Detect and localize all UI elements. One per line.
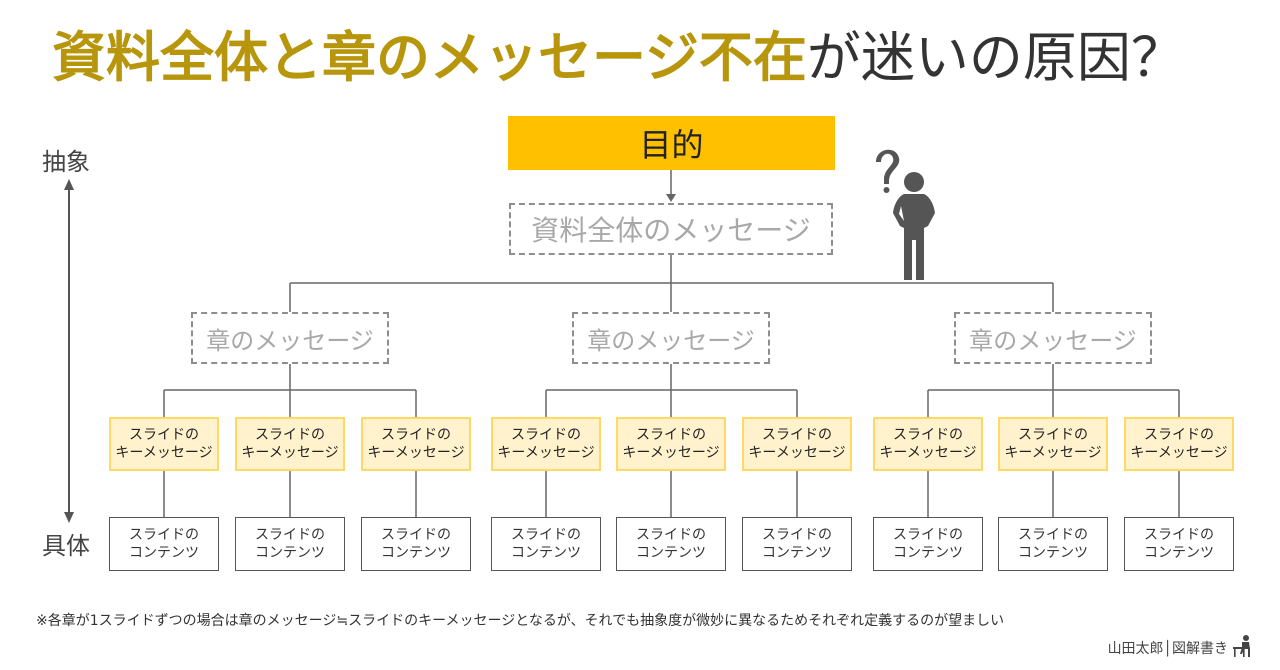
key-message-box: スライドのキーメッセージ <box>235 417 345 471</box>
content-line2: コンテンツ <box>1144 545 1214 561</box>
key-message-line1: スライドの <box>511 427 581 443</box>
key-message-box: スライドのキーメッセージ <box>742 417 852 471</box>
content-line2: コンテンツ <box>1018 545 1088 561</box>
content-box: スライドのコンテンツ <box>742 517 852 571</box>
key-message-box: スライドのキーメッセージ <box>109 417 219 471</box>
content-line1: スライドの <box>636 527 706 543</box>
writer-desk-icon <box>1233 635 1250 657</box>
chapter-message-box-2: 章のメッセージ <box>572 312 770 364</box>
content-line2: コンテンツ <box>129 545 199 561</box>
key-message-line1: スライドの <box>381 427 451 443</box>
content-box: スライドのコンテンツ <box>998 517 1108 571</box>
key-message-line2: キーメッセージ <box>622 445 720 461</box>
key-message-line2: キーメッセージ <box>879 445 977 461</box>
key-message-box: スライドのキーメッセージ <box>1124 417 1234 471</box>
content-box: スライドのコンテンツ <box>361 517 471 571</box>
abstraction-axis-arrow <box>64 179 74 523</box>
purpose-box: 目的 <box>508 116 835 170</box>
content-line1: スライドの <box>1144 527 1214 543</box>
content-line1: スライドの <box>1018 527 1088 543</box>
key-message-line1: スライドの <box>1018 427 1088 443</box>
key-message-line2: キーメッセージ <box>748 445 846 461</box>
content-line2: コンテンツ <box>511 545 581 561</box>
key-message-line1: スライドの <box>1144 427 1214 443</box>
key-message-box: スライドのキーメッセージ <box>361 417 471 471</box>
page-title: 資料全体と章のメッセージ不在が迷いの原因？ <box>52 22 1185 94</box>
key-message-line1: スライドの <box>893 427 963 443</box>
key-message-box: スライドのキーメッセージ <box>998 417 1108 471</box>
content-line1: スライドの <box>893 527 963 543</box>
chapter-message-box-1: 章のメッセージ <box>191 312 389 364</box>
content-line2: コンテンツ <box>893 545 963 561</box>
key-message-line2: キーメッセージ <box>241 445 339 461</box>
content-line1: スライドの <box>762 527 832 543</box>
title-highlight: 資料全体と章のメッセージ不在 <box>52 26 807 89</box>
key-message-line1: スライドの <box>636 427 706 443</box>
axis-label-abstract: 抽象 <box>42 148 90 176</box>
content-line1: スライドの <box>381 527 451 543</box>
content-line1: スライドの <box>511 527 581 543</box>
key-message-line1: スライドの <box>129 427 199 443</box>
content-line2: コンテンツ <box>381 545 451 561</box>
key-message-line2: キーメッセージ <box>497 445 595 461</box>
key-message-box: スライドのキーメッセージ <box>616 417 726 471</box>
question-mark-icon <box>876 149 900 193</box>
chapter-message-box-3: 章のメッセージ <box>954 312 1152 364</box>
content-line2: コンテンツ <box>762 545 832 561</box>
title-rest: が迷いの原因？ <box>806 26 1185 89</box>
overall-message-box: 資料全体のメッセージ <box>509 203 833 255</box>
key-message-line2: キーメッセージ <box>367 445 465 461</box>
author-credit: 山田太郎│図解書き <box>1107 641 1228 657</box>
content-line1: スライドの <box>255 527 325 543</box>
footnote: ※各章が1スライドずつの場合は章のメッセージ≒スライドのキーメッセージとなるが、… <box>36 613 1005 629</box>
content-box: スライドのコンテンツ <box>873 517 983 571</box>
key-message-box: スライドのキーメッセージ <box>873 417 983 471</box>
content-line1: スライドの <box>129 527 199 543</box>
key-message-line1: スライドの <box>762 427 832 443</box>
content-box: スライドのコンテンツ <box>1124 517 1234 571</box>
content-line2: コンテンツ <box>636 545 706 561</box>
key-message-line2: キーメッセージ <box>115 445 213 461</box>
key-message-box: スライドのキーメッセージ <box>491 417 601 471</box>
key-message-line1: スライドの <box>255 427 325 443</box>
content-line2: コンテンツ <box>255 545 325 561</box>
content-box: スライドのコンテンツ <box>616 517 726 571</box>
axis-label-concrete: 具体 <box>42 532 90 560</box>
person-icon <box>893 172 935 280</box>
content-box: スライドのコンテンツ <box>235 517 345 571</box>
content-box: スライドのコンテンツ <box>491 517 601 571</box>
content-box: スライドのコンテンツ <box>109 517 219 571</box>
key-message-line2: キーメッセージ <box>1004 445 1102 461</box>
key-message-line2: キーメッセージ <box>1130 445 1228 461</box>
